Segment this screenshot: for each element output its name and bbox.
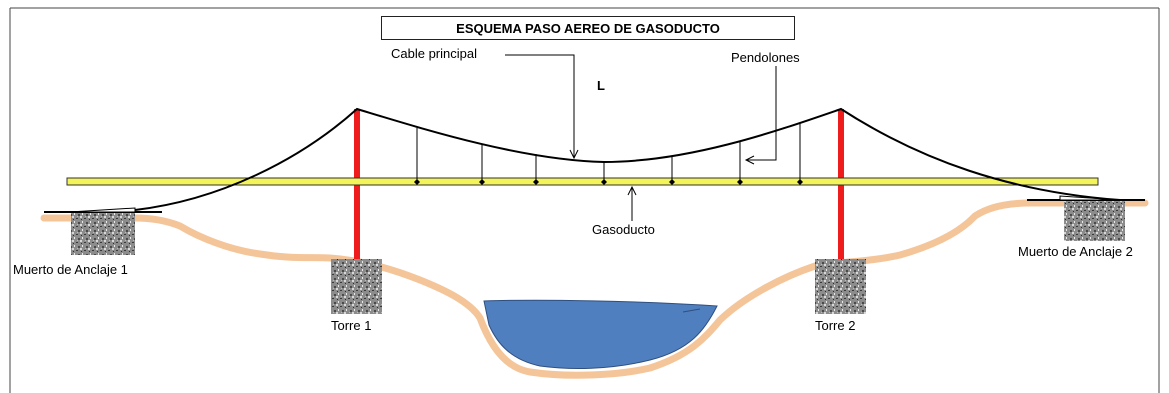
anchor-block-left: [71, 213, 135, 255]
river-water: [483, 299, 718, 369]
label-cable-principal: Cable principal: [391, 46, 477, 61]
label-anchor-right: Muerto de Anclaje 2: [1018, 244, 1133, 259]
diagram-title: ESQUEMA PASO AEREO DE GASODUCTO: [381, 16, 795, 40]
label-span-length: L: [597, 78, 605, 93]
callout-pendolones: [747, 66, 777, 161]
anchor-block-right: [1064, 200, 1125, 241]
label-tower-left: Torre 1: [331, 318, 372, 333]
tower-footing-right: [815, 259, 866, 314]
tower-footing-left: [331, 259, 382, 314]
callout-arrowhead-gasoducto: [627, 185, 637, 196]
callout-cable-principal: [505, 54, 575, 157]
ground-profile: [40, 199, 1149, 379]
label-gasoducto: Gasoducto: [592, 222, 655, 237]
callout-arrowhead-cable: [569, 149, 579, 160]
main-cable: [134, 107, 1121, 211]
water-highlight: [682, 308, 701, 313]
gas-pipeline: [66, 177, 1099, 186]
hanger-clamps: [414, 179, 803, 185]
anchor-wedge-left: [69, 207, 136, 213]
callout-arrowhead-pendolones: [744, 155, 755, 165]
label-anchor-left: Muerto de Anclaje 1: [13, 262, 128, 277]
label-tower-right: Torre 2: [815, 318, 856, 333]
label-pendolones: Pendolones: [731, 50, 800, 65]
